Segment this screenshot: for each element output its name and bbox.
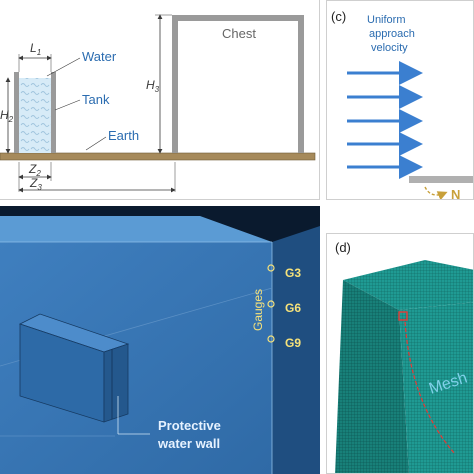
mesh-zoom-arrow bbox=[404, 321, 456, 455]
domain-svg: Protective water wall G3 G6 G9 Gauges bbox=[0, 216, 320, 474]
tank-right-wall bbox=[51, 72, 56, 153]
gauge-g9-label: G9 bbox=[285, 336, 301, 350]
cut-text: N bbox=[451, 187, 460, 200]
water-wall-side bbox=[103, 343, 129, 423]
domain-right-face bbox=[272, 226, 320, 474]
panel-d-mesh: (d) Mesh bbox=[326, 233, 474, 474]
mesh-side-face bbox=[399, 302, 473, 473]
inflow-svg: (c) Uniform approach velocity N bbox=[331, 9, 473, 200]
water-label: Water bbox=[82, 49, 117, 64]
gauge-g3-marker bbox=[267, 264, 275, 272]
earth-slab bbox=[0, 152, 316, 161]
wall-label-line1: Protective bbox=[158, 418, 221, 433]
panel-c-tag: (c) bbox=[331, 9, 346, 24]
plate bbox=[409, 176, 473, 183]
curved-arrow bbox=[424, 186, 448, 199]
domain-top-face bbox=[0, 216, 272, 242]
velocity-line2: approach bbox=[369, 28, 415, 40]
gauge-g3-label: G3 bbox=[285, 266, 301, 280]
mesh-svg: (d) Mesh bbox=[335, 240, 473, 473]
h3-label: H3 bbox=[146, 78, 160, 94]
z3-label: Z3 bbox=[29, 176, 42, 192]
schematic-svg: L1 H2 Water Tank Earth Chest H3 Z2 Z3 bbox=[0, 14, 316, 193]
h2-label: H2 bbox=[0, 108, 14, 124]
earth-label: Earth bbox=[108, 128, 139, 143]
domain-front-face bbox=[0, 242, 272, 474]
chest-roof bbox=[172, 15, 304, 21]
mesh-front-face bbox=[335, 280, 409, 473]
gauge-g6-label: G6 bbox=[285, 301, 301, 315]
chest-label: Chest bbox=[222, 26, 256, 41]
velocity-line1: Uniform bbox=[367, 14, 406, 26]
tank-left-wall bbox=[14, 72, 19, 153]
gauges-label: Gauges bbox=[251, 289, 265, 331]
z2-label: Z2 bbox=[28, 162, 41, 178]
panel-d-tag: (d) bbox=[335, 240, 351, 255]
gauge-g9-marker bbox=[267, 335, 275, 343]
mesh-zoom-marker bbox=[398, 311, 408, 321]
chest-left-wall bbox=[172, 15, 178, 153]
panel-c-inflow: (c) Uniform approach velocity N bbox=[326, 0, 474, 200]
l1-label: L1 bbox=[30, 41, 41, 57]
tank-water bbox=[19, 78, 51, 153]
velocity-line3: velocity bbox=[371, 42, 408, 54]
panel-a-schematic: L1 H2 Water Tank Earth Chest H3 Z2 Z3 bbox=[0, 0, 320, 200]
mesh-top-face bbox=[343, 260, 473, 310]
chest-right-wall bbox=[298, 15, 304, 153]
tank-label: Tank bbox=[82, 92, 110, 107]
gauge-g6-marker bbox=[267, 300, 275, 308]
panel-b-domain: Protective water wall G3 G6 G9 Gauges bbox=[0, 206, 320, 474]
wall-label-line2: water wall bbox=[157, 436, 220, 451]
